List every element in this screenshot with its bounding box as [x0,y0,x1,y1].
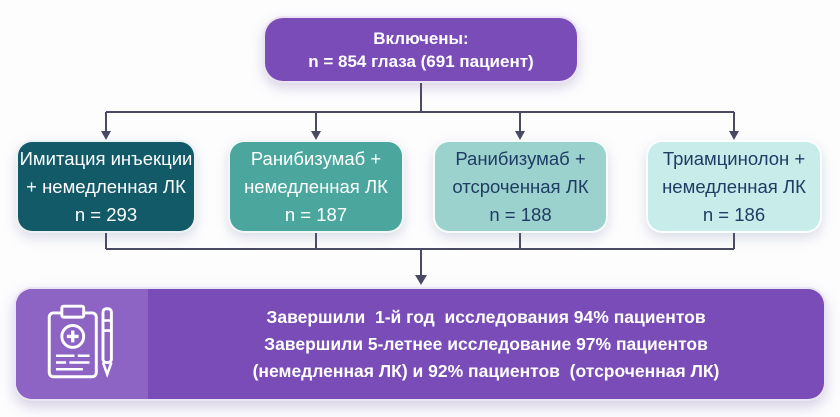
arm-n-count: n = 293 [74,203,138,225]
arm-line: отсроченная ЛК [452,175,589,197]
arm-n-count: n = 188 [489,203,552,225]
completion-line-2: Завершили 5-летнее исследование 97% паци… [264,333,708,354]
clipboard-medical-pen-icon [47,304,113,379]
completion-line-3: (немедленная ЛК) и 92% пациентов (отсроч… [252,360,720,381]
arm-line: Ранибизумаб + [250,147,382,169]
arm-line: Триамцинолон + [662,147,806,169]
enrolled-line-2: n = 854 глаза (691 пациент) [308,51,534,71]
arm-node-ranibizumab-immediate: Ранибизумаб + немедленная ЛК n = 187 [228,140,404,233]
icon-panel [16,289,148,399]
arm-node-sham-injection: Имитация инъекции + немедленная ЛК n = 2… [16,140,196,233]
arm-node-triamcinolone-immediate: Триамцинолон + немедленная ЛК n = 186 [646,140,822,233]
enrolled-node: Включены: n = 854 глаза (691 пациент) [263,16,579,83]
arm-n-count: n = 187 [284,203,348,225]
arm-node-ranibizumab-deferred: Ранибизумаб + отсроченная ЛК n = 188 [433,140,608,233]
completion-result-node: Завершили 1-й год исследования 94% пацие… [14,287,826,401]
enrolled-line-1: Включены: [373,28,469,48]
arm-n-count: n = 186 [702,203,766,225]
completion-text: Завершили 1-й год исследования 94% пацие… [148,289,824,399]
arm-line: немедленная ЛК [244,175,388,197]
arm-line: немедленная ЛК [662,175,806,197]
arm-line: Имитация инъекции [19,147,193,169]
arm-line: Ранибизумаб + [455,147,586,169]
arm-line: + немедленная ЛК [26,175,186,197]
completion-line-1: Завершили 1-й год исследования 94% пацие… [266,306,706,327]
